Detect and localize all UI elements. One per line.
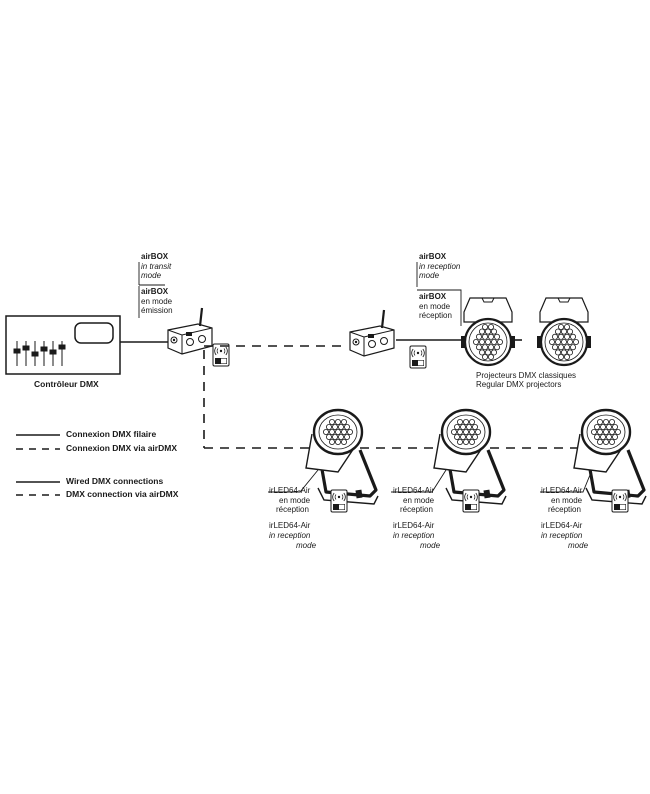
projectors-label-fr: Projecteurs DMX classiques <box>476 371 577 380</box>
airbox-reception-en-mode-2: mode <box>419 271 440 280</box>
airbox-transit-mode-2: mode <box>141 271 162 280</box>
legend-fr-wired: Connexion DMX filaire <box>66 429 157 439</box>
airbox-emission-mode-2: émission <box>141 306 173 315</box>
airbox-reception-fr-mode-1: en mode <box>419 302 451 311</box>
airbox-reception-fr-name: airBOX <box>419 292 447 301</box>
fixture-3-name-en: irLED64-Air <box>541 521 583 530</box>
fixture-1-mode-en-2: mode <box>296 541 317 550</box>
fixture-1-name-en: irLED64-Air <box>269 521 311 530</box>
airbox-reception-device <box>348 308 396 358</box>
fixture-2-mode-fr-1: en mode <box>403 496 435 505</box>
dmx-projector <box>461 298 515 365</box>
wifi-badge-icon <box>330 489 348 513</box>
controller-label: Contrôleur DMX <box>34 379 99 389</box>
airbox-emission-device <box>166 306 214 356</box>
legend-en-wired: Wired DMX connections <box>66 476 164 486</box>
airbox-transit-name: airBOX <box>141 252 169 261</box>
legend-fr-air: Connexion DMX via airDMX <box>66 443 177 453</box>
fixture-2-mode-fr-2: réception <box>400 505 433 514</box>
airbox-transit-mode-1: in transit <box>141 262 172 271</box>
fixture-3-name-fr: irLED64-Air <box>541 486 583 495</box>
wifi-badge-icon <box>462 489 480 513</box>
legend-lines <box>16 434 60 496</box>
callout-lines <box>138 262 593 493</box>
fixture-1-mode-fr-2: réception <box>276 505 309 514</box>
legend-en-air: DMX connection via airDMX <box>66 489 179 499</box>
fixture-2-name-en: irLED64-Air <box>393 521 435 530</box>
airbox-reception-fr-mode-2: réception <box>419 311 452 320</box>
fixture-1-name-fr: irLED64-Air <box>269 486 311 495</box>
irled64-air-fixture <box>574 410 646 504</box>
wifi-badge-icon <box>409 345 427 369</box>
fixture-2-mode-en-1: in reception <box>393 531 435 540</box>
fixture-3-mode-fr-1: en mode <box>551 496 583 505</box>
projectors-label-en: Regular DMX projectors <box>476 380 562 389</box>
fixture-1-mode-en-1: in reception <box>269 531 311 540</box>
dmx-controller <box>5 315 121 375</box>
dmx-projector <box>537 298 591 365</box>
wifi-badge-icon <box>212 343 230 367</box>
wifi-badge-icon <box>611 489 629 513</box>
airdmx-links <box>203 345 598 449</box>
fixture-1-mode-fr-1: en mode <box>279 496 311 505</box>
airbox-emission-mode-1: en mode <box>141 297 173 306</box>
airbox-reception-en-mode-1: in reception <box>419 262 461 271</box>
fixture-3-mode-en-2: mode <box>568 541 589 550</box>
fixture-3-mode-en-1: in reception <box>541 531 583 540</box>
airbox-reception-en-name: airBOX <box>419 252 447 261</box>
fixture-2-mode-en-2: mode <box>420 541 441 550</box>
airbox-emission-name: airBOX <box>141 287 169 296</box>
fixture-2-name-fr: irLED64-Air <box>393 486 435 495</box>
fixture-3-mode-fr-2: réception <box>548 505 581 514</box>
